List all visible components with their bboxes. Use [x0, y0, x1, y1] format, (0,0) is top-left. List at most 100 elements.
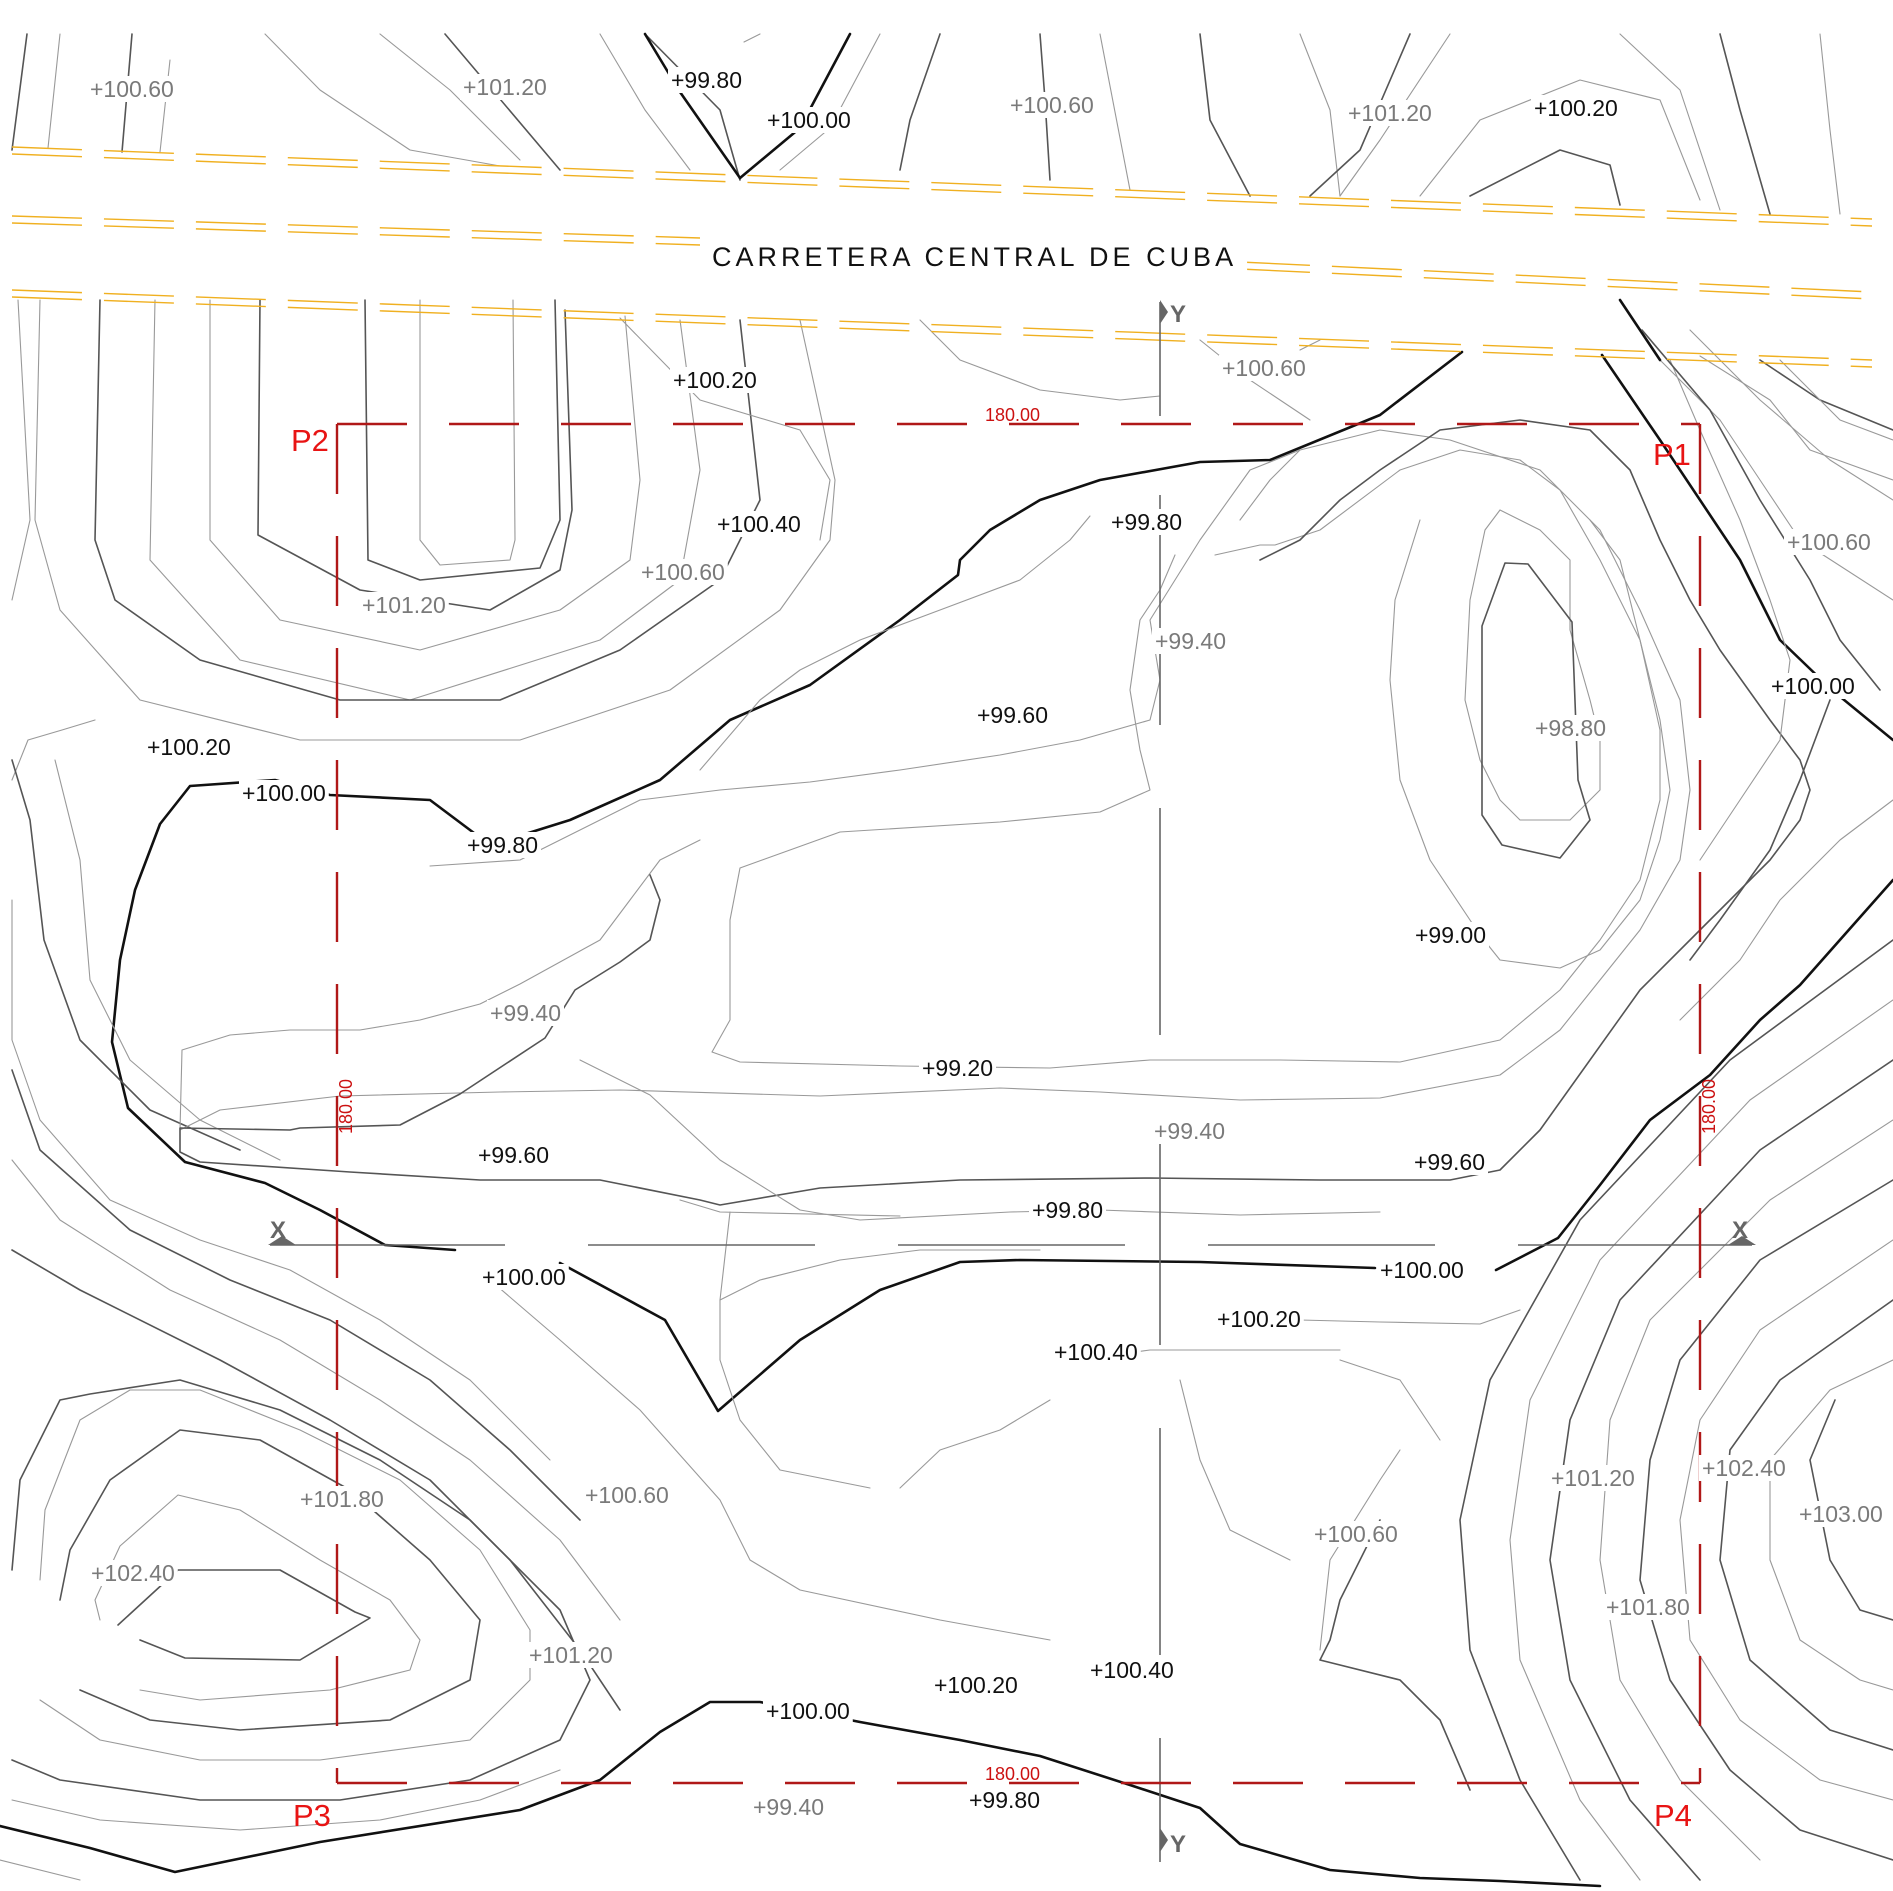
- contour-label: +100.20: [673, 367, 757, 393]
- contour-label-halo: [1311, 1521, 1401, 1547]
- contour-line: [379, 33, 521, 161]
- contour-line: [54, 759, 281, 1161]
- contour-label-halo: [1152, 628, 1229, 654]
- contour-line: [899, 1399, 1051, 1489]
- contour-label-halo: [1377, 1257, 1467, 1283]
- contour-label-halo: [919, 1055, 996, 1081]
- contour-line: [1481, 562, 1591, 859]
- contour-line: [1309, 33, 1411, 197]
- contour-label-halo: [764, 107, 854, 133]
- contour-line: [1669, 359, 1791, 861]
- contour-line: [444, 33, 561, 171]
- contour-label-halo: [1603, 1594, 1693, 1620]
- contour-line: [1679, 799, 1893, 1021]
- contour-label-halo: [966, 1787, 1043, 1813]
- contour-line: [11, 759, 241, 1151]
- contour-line: [11, 1769, 561, 1831]
- contour-line: [1618, 298, 1662, 362]
- contour-label-halo: [87, 76, 177, 102]
- contour-line: [1319, 1519, 1471, 1791]
- contour-line: [47, 33, 61, 149]
- contour-label-halo: [487, 1000, 564, 1026]
- contour-line: [11, 1249, 621, 1711]
- contour-label-halo: [1029, 1197, 1106, 1223]
- contour-label: +99.80: [467, 832, 538, 858]
- contour-line: [11, 299, 31, 601]
- contour-line: [1339, 33, 1451, 197]
- contour-label: +102.40: [91, 1560, 175, 1586]
- contour-line: [1299, 33, 1341, 197]
- contour-line: [1819, 33, 1841, 215]
- contours-southeast-hill: [1319, 799, 1893, 1881]
- contour-line: [179, 419, 1811, 1206]
- contour-line: [1509, 999, 1893, 1881]
- road-edge-north-2: [11, 153, 1873, 227]
- contour-line: [1689, 329, 1893, 501]
- contour-label: +100.40: [1090, 1657, 1174, 1683]
- contour-label-halo: [1087, 1657, 1177, 1683]
- contour-label: +102.40: [1702, 1455, 1786, 1481]
- contour-label-halo: [1532, 715, 1609, 741]
- contour-label: +101.20: [362, 592, 446, 618]
- contour-line: [149, 299, 701, 701]
- boundary-dimension-labels: 180.00 180.00 180.00 180.00: [336, 405, 1719, 1784]
- contour-line: [34, 299, 836, 741]
- contours-northwest: [11, 299, 836, 741]
- contour-line: [11, 1069, 581, 1521]
- contour-label-halo: [464, 832, 541, 858]
- contour-label-halo: [479, 1264, 569, 1290]
- x-axis-label-west: X: [270, 1217, 286, 1244]
- road-edge-north-1: [11, 146, 1873, 220]
- contour-label: +101.80: [300, 1486, 384, 1512]
- x-axis-label-east: X: [1732, 1217, 1748, 1244]
- contour-line: [1719, 1299, 1893, 1751]
- contour-100-lower: [558, 1258, 1377, 1413]
- contour-label: +98.80: [1535, 715, 1606, 741]
- contour-label-halo: [638, 559, 728, 585]
- contour-label: +99.00: [1415, 922, 1486, 948]
- contour-label: +100.20: [1534, 95, 1618, 121]
- contour-100-east-lower: [1494, 878, 1893, 1272]
- contour-label-halo: [239, 780, 329, 806]
- contour-label-halo: [460, 74, 550, 100]
- contour-line: [94, 1494, 421, 1701]
- contour-label-halo: [582, 1482, 672, 1508]
- contour-label: +101.20: [1348, 100, 1432, 126]
- contour-label-halo: [1007, 92, 1097, 118]
- contour-line: [159, 59, 171, 153]
- axis-markers: [268, 300, 1756, 1852]
- contour-label: +100.00: [482, 1264, 566, 1290]
- contour-label: +99.80: [969, 1787, 1040, 1813]
- contour-line: [11, 1159, 621, 1621]
- contours-west: [11, 719, 621, 1711]
- contour-label: +100.00: [1380, 1257, 1464, 1283]
- contour-label: +100.40: [1054, 1339, 1138, 1365]
- contour-line: [419, 299, 516, 566]
- contour-label: +100.60: [585, 1482, 669, 1508]
- contour-line: [1199, 33, 1251, 197]
- contour-label-halo: [526, 1642, 616, 1668]
- contour-line: [364, 299, 561, 581]
- road-name: CARRETERA CENTRAL DE CUBA: [712, 242, 1237, 272]
- contours-middle-band: [489, 1059, 1521, 1641]
- contour-label: +100.20: [147, 734, 231, 760]
- contour-label-halo: [931, 1672, 1021, 1698]
- road: [11, 146, 1873, 368]
- contour-label-halo: [763, 1698, 853, 1724]
- contour-label: +101.20: [463, 74, 547, 100]
- contour-label: +100.00: [767, 107, 851, 133]
- dimension-top: 180.00: [985, 405, 1040, 425]
- contour-line: [1179, 1379, 1291, 1561]
- contour-100-south: [0, 1700, 1602, 1888]
- contour-label-halo: [974, 702, 1051, 728]
- contour-label: +99.60: [977, 702, 1048, 728]
- y-axis-label-north: Y: [1170, 301, 1186, 328]
- contour-line: [1339, 1359, 1441, 1441]
- contour-label: +100.60: [641, 559, 725, 585]
- contour-label-halo: [714, 511, 804, 537]
- dimension-left: 180.00: [336, 1079, 356, 1134]
- contour-label: +100.20: [934, 1672, 1018, 1698]
- contour-line: [719, 1249, 1041, 1301]
- contour-line: [0, 1859, 81, 1881]
- road-center-1: [11, 215, 1873, 293]
